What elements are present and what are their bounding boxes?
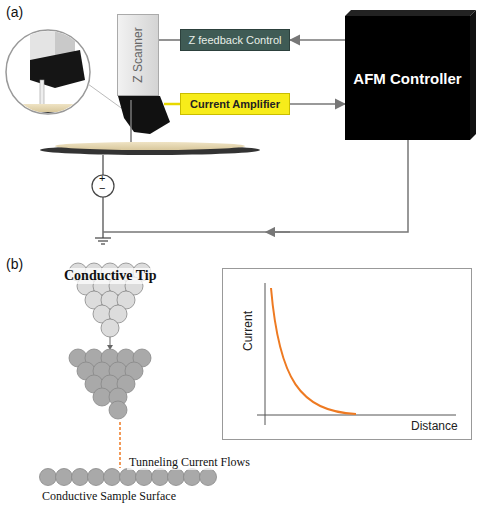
- sample: [55, 142, 245, 150]
- approach-arrow: [110, 336, 111, 346]
- atom: [168, 469, 185, 486]
- cantilever-holder: [118, 96, 170, 134]
- graph-frame: CurrentDistance: [222, 268, 472, 440]
- atom: [109, 401, 127, 419]
- part-label: Conductive Sample Surface: [40, 489, 178, 504]
- atom: [72, 469, 89, 486]
- atom: [101, 319, 119, 337]
- magnified-view: [0, 20, 100, 117]
- y-axis: [265, 283, 266, 425]
- atom: [200, 469, 217, 486]
- ground-symbol: [95, 237, 111, 238]
- scanner-box: Z Scanner: [117, 14, 159, 96]
- box-label: Z feedback Control: [189, 34, 282, 46]
- part-label: Tunneling Current Flows: [127, 455, 252, 470]
- box-label: AFM Controller: [353, 70, 461, 87]
- atom: [104, 469, 121, 486]
- atom: [152, 469, 169, 486]
- part-label: Conductive Tip: [62, 268, 158, 284]
- ground-symbol: [98, 240, 108, 241]
- signal-arrow: [290, 103, 345, 105]
- atom: [40, 469, 57, 486]
- atom: [120, 469, 137, 486]
- probe: [130, 100, 132, 143]
- signal-arrow: [290, 39, 345, 41]
- feedback-box: Z feedback Control: [180, 29, 290, 51]
- current-curve: [271, 288, 356, 414]
- atom: [184, 469, 201, 486]
- box-label: Z Scanner: [131, 27, 145, 82]
- controller-side: [470, 10, 476, 140]
- signal-wire: [164, 103, 180, 106]
- controller-wire: [103, 140, 408, 232]
- axis-label: Current: [241, 311, 255, 351]
- controller-box: AFM Controller: [345, 16, 470, 140]
- box-label: Current Amplifier: [190, 98, 280, 110]
- panel-label: (b): [6, 256, 23, 272]
- signal-arrow: [159, 39, 180, 41]
- polarity-sign: −: [99, 182, 105, 194]
- ground-symbol: [101, 243, 105, 244]
- axis-label: Distance: [411, 419, 458, 433]
- tunneling-path: [119, 422, 121, 468]
- atoms: [40, 263, 217, 486]
- x-axis: [257, 415, 456, 416]
- panel-label: (a): [6, 4, 23, 20]
- atom: [136, 469, 153, 486]
- wire-arrow: [270, 231, 290, 233]
- amplifier-box: Current Amplifier: [180, 93, 290, 115]
- atom: [56, 469, 73, 486]
- atom: [88, 469, 105, 486]
- atom: [93, 388, 111, 406]
